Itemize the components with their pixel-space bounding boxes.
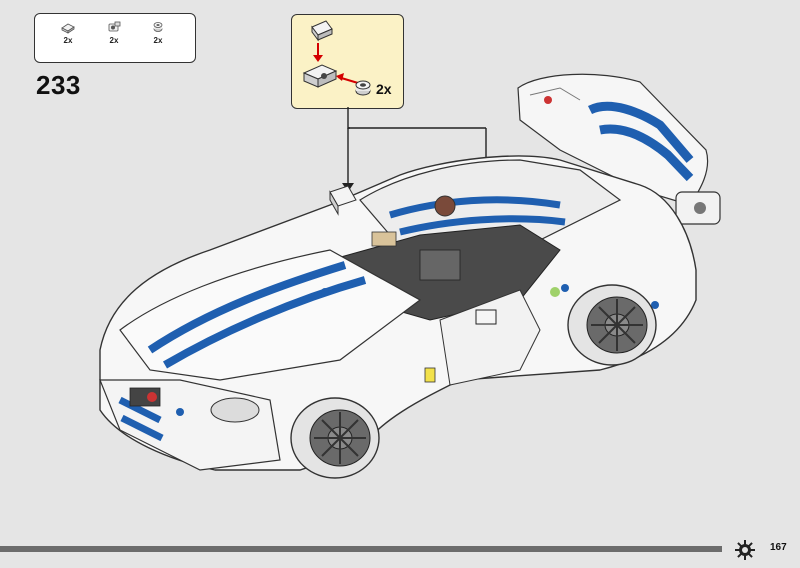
connector-piece-icon [108,21,121,32]
wedge-piece-icon [311,20,333,42]
parts-list-item: 2x [99,20,129,45]
red-arrow-left-icon [336,73,359,84]
step-number: 233 [36,70,81,100]
parts-list-box: 2x 2x 2x [34,13,196,63]
placed-piece-icon [329,185,357,216]
front-wheel-icon [290,397,380,479]
page-number: 167 [770,542,787,553]
round-stud-piece-icon [153,22,163,32]
rear-wheel-icon [567,284,657,366]
car-body-icon [99,155,697,471]
subassembly-callout: 2x [291,14,404,109]
part-quantity: 2x [109,36,119,45]
subassembly-diagram [302,20,371,96]
parts-list-item: 2x [53,20,83,45]
part-quantity: 2x [153,36,163,45]
callout-quantity: 2x [376,81,392,97]
footer-bar [0,546,722,552]
connector-block-icon [302,64,338,88]
plate-piece-icon [61,23,75,34]
car-model-illustration [99,73,721,479]
round-stud-icon [355,80,371,96]
part-quantity: 2x [63,36,73,45]
rear-wing-icon [517,73,721,225]
parts-list-item: 2x [143,20,173,45]
gear-icon [735,540,755,560]
red-arrow-down-icon [313,43,323,62]
